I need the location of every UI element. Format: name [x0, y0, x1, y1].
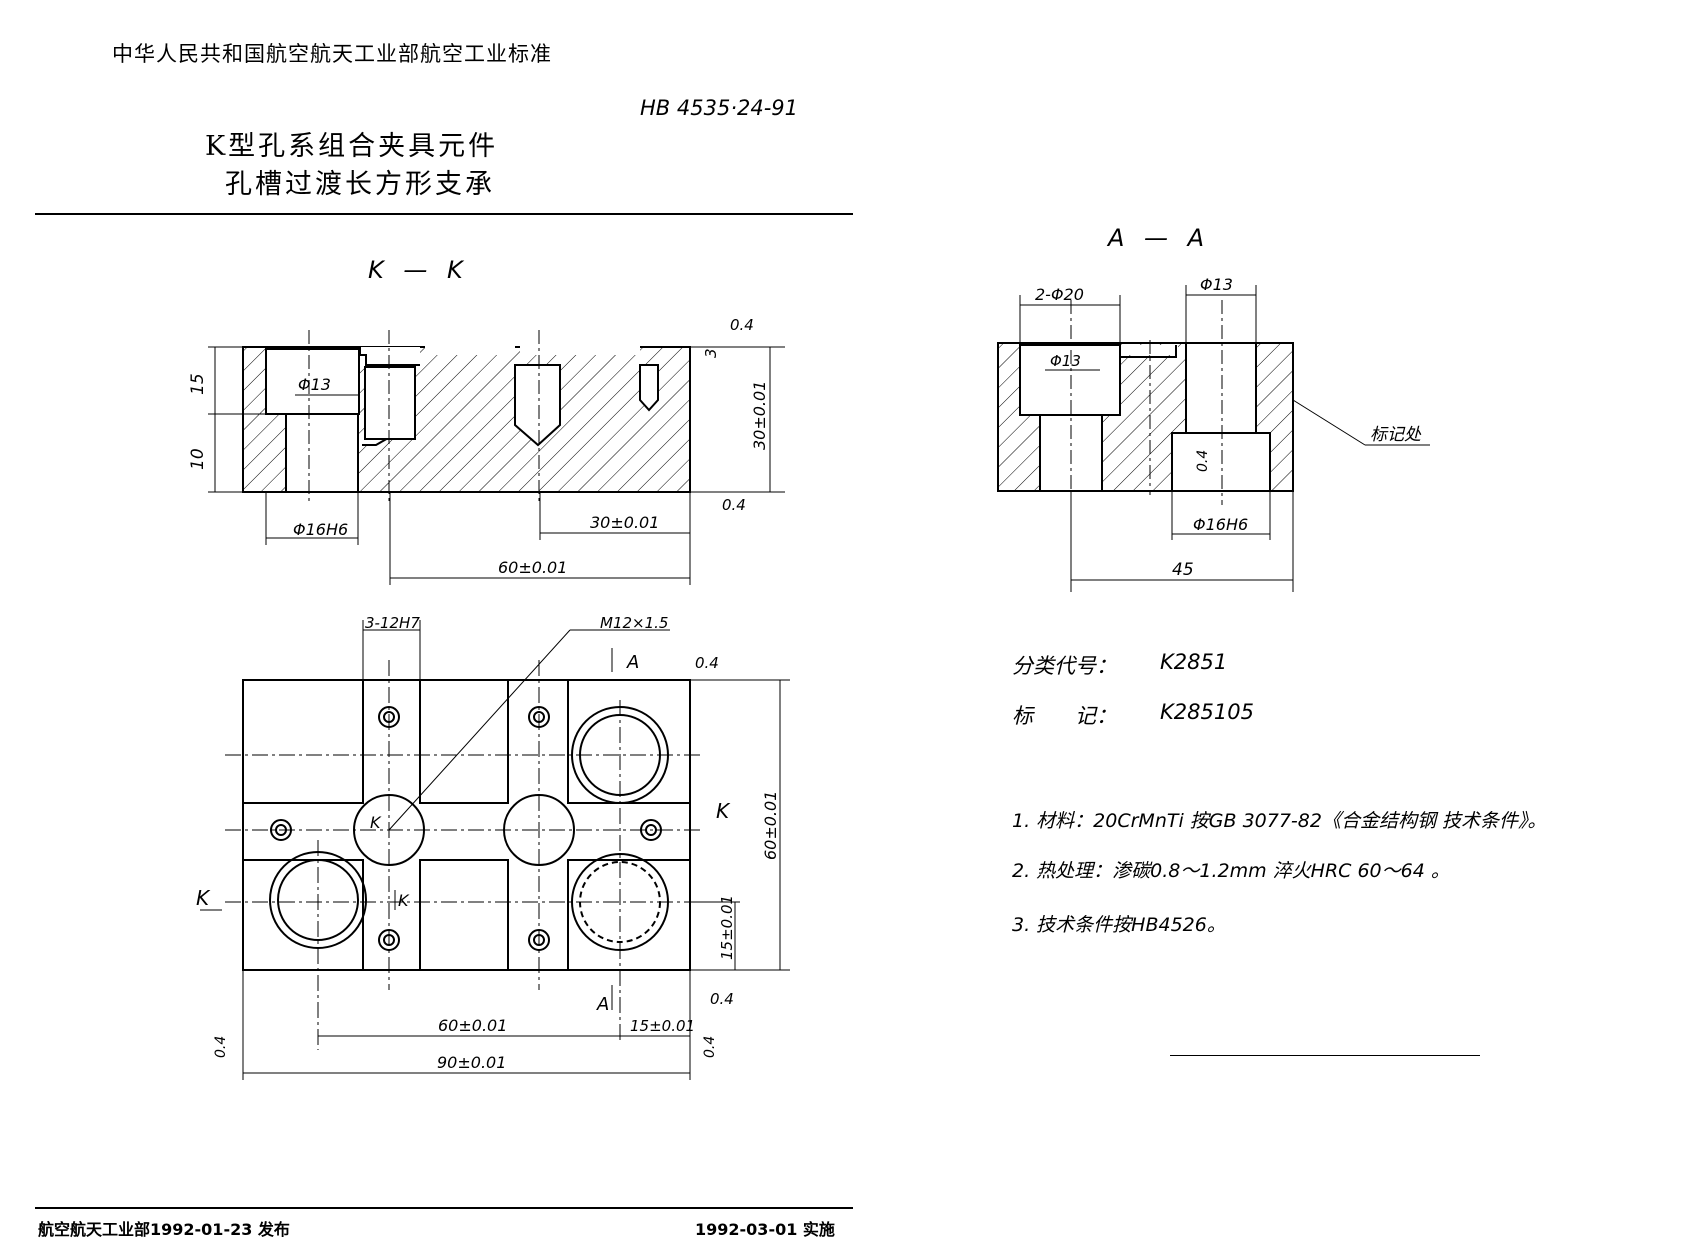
- plan-dim-60v: 60±0.01: [761, 791, 780, 860]
- plan-section-k-right: K: [716, 799, 731, 823]
- kk-body: [242, 343, 691, 493]
- plan-dim-3-12h7: 3-12H7: [365, 614, 420, 632]
- tech-note-1: 1. 材料：20CrMnTi 按GB 3077-82《合金结构钢 技术条件》。: [1012, 810, 1547, 832]
- kk-dim-30v: 30±0.01: [750, 381, 769, 450]
- aa-dim-2phi20: 2-Φ20: [1035, 285, 1084, 304]
- plan-dim-90h: 90±0.01: [437, 1053, 506, 1072]
- end-rule: [1170, 1055, 1480, 1056]
- plan-section-k-left: K: [196, 886, 211, 910]
- doc-title-line2: 孔槽过渡长方形支承: [225, 169, 495, 200]
- plan-dim-15h: 15±0.01: [630, 1017, 695, 1035]
- plan-rough-left: 0.4: [213, 1036, 229, 1058]
- standard-number: HB 4535·24-91: [640, 96, 799, 120]
- plan-section-a-top: A: [626, 652, 639, 673]
- kk-rough-bottom: 0.4: [722, 496, 746, 514]
- aa-rough: 0.4: [1195, 450, 1211, 472]
- view-kk-label: K — K: [368, 256, 469, 284]
- plan-dim-m12: M12×1.5: [600, 614, 668, 632]
- issuer-header: 中华人民共和国航空航天工业部航空工业标准: [112, 42, 552, 66]
- footer-rule: [35, 1207, 853, 1209]
- kk-dim-30h: 30±0.01: [590, 513, 659, 532]
- kk-dim-phi16h6: Φ16H6: [293, 520, 348, 539]
- aa-mark-label: 标记处: [1370, 425, 1422, 445]
- aa-dim-phi13-top: Φ13: [1200, 275, 1233, 294]
- plan-dim-60h: 60±0.01: [438, 1016, 507, 1035]
- kk-dim-phi13: Φ13: [298, 375, 331, 394]
- aa-dim-phi16h6: Φ16H6: [1193, 515, 1248, 534]
- plan-dim-15v: 15±0.01: [718, 895, 736, 960]
- kk-dim-15: 15: [188, 373, 208, 395]
- class-code-label: 分类代号：: [1012, 654, 1117, 678]
- aa-body: [997, 342, 1294, 492]
- kk-dim-10: 10: [188, 448, 208, 470]
- view-aa-label: A — A: [1108, 224, 1211, 252]
- issue-date: 航空航天工业部1992-01-23 发布: [38, 1220, 290, 1239]
- class-code-value: K2851: [1160, 650, 1228, 674]
- mark-value: K285105: [1160, 700, 1254, 724]
- doc-title-line1: K型孔系组合夹具元件: [205, 131, 499, 162]
- header-rule: [35, 213, 853, 215]
- kk-rough-top: 0.4: [730, 316, 754, 334]
- plan-section-a-bottom: A: [596, 994, 609, 1015]
- plan-k-mid: K: [370, 813, 382, 832]
- kk-dim-60h: 60±0.01: [498, 558, 567, 577]
- aa-dim-phi13-in: Φ13: [1050, 352, 1081, 370]
- plan-k-small: K: [398, 891, 410, 910]
- plan-rough-right: 0.4: [702, 1036, 718, 1058]
- effective-date: 1992-03-01 实施: [695, 1220, 835, 1239]
- tech-note-3: 3. 技术条件按HB4526。: [1012, 914, 1226, 936]
- plan-rough-top: 0.4: [695, 654, 719, 672]
- plan-rough-bottom: 0.4: [710, 990, 734, 1008]
- tech-note-2: 2. 热处理：渗碳0.8～1.2mm 淬火HRC 60～64 。: [1012, 860, 1450, 882]
- mark-label: 标 记：: [1012, 704, 1117, 728]
- kk-dim-3: 3: [702, 348, 720, 358]
- aa-dim-45: 45: [1172, 560, 1194, 580]
